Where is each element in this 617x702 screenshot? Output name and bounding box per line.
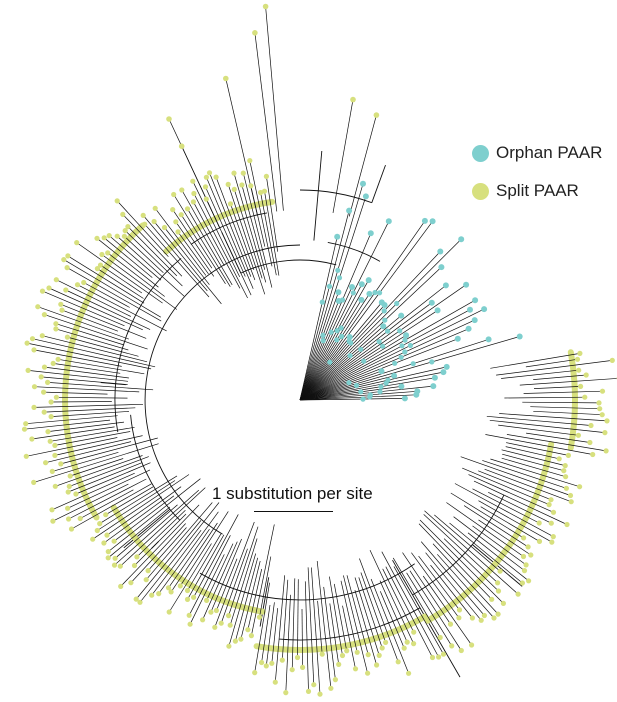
- split-paar-branches: [24, 6, 617, 695]
- orphan-paar-tip-markers: [319, 180, 523, 402]
- orphan-paar-branches: [299, 183, 520, 401]
- legend: Orphan PAAR Split PAAR: [472, 140, 602, 216]
- legend-item-orphan-paar: Orphan PAAR: [472, 140, 602, 166]
- legend-label-split-paar: Split PAAR: [496, 181, 579, 200]
- legend-item-split-paar: Split PAAR: [472, 178, 602, 204]
- split-paar-tip-markers: [21, 3, 617, 697]
- legend-label-orphan-paar: Orphan PAAR: [496, 143, 603, 162]
- scale-bar-label: 1 substitution per site: [212, 484, 373, 503]
- scale-bar: [254, 511, 333, 512]
- legend-swatch-orphan-paar: [472, 144, 489, 162]
- legend-swatch-split-paar: [472, 182, 489, 200]
